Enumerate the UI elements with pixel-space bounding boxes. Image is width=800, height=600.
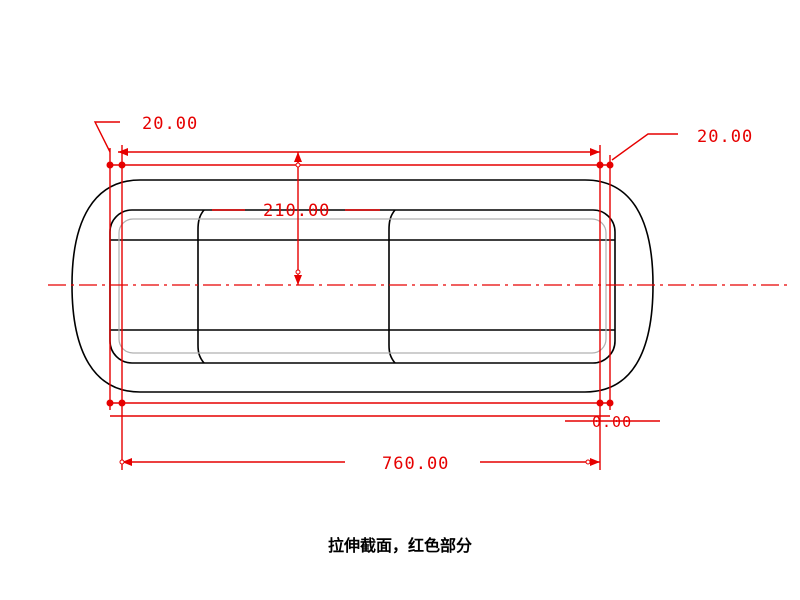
point-height-mid — [295, 269, 301, 275]
inner-pocket — [109, 209, 616, 364]
point-bottom-left — [106, 399, 114, 407]
arrow-width-left — [122, 458, 132, 466]
sketch-points — [106, 161, 614, 465]
point-top-right-outer — [606, 161, 614, 169]
arrow-width-right — [590, 458, 600, 466]
point-width-left — [119, 459, 125, 465]
part-geometry — [71, 179, 654, 393]
inner-fillet-edge — [118, 218, 607, 354]
figure-caption: 拉伸截面，红色部分 — [327, 536, 472, 555]
point-bottom-left-inner — [118, 399, 126, 407]
dim-label-height: 210.00 — [263, 201, 330, 221]
point-height-top — [295, 162, 301, 168]
arrowheads — [118, 148, 600, 466]
dim-label-width: 760.00 — [382, 454, 449, 474]
arrow-height-up — [294, 152, 302, 162]
divider-right — [388, 209, 396, 364]
dim-label-bottom-right: 0.00 — [592, 413, 632, 431]
point-top-right — [596, 161, 604, 169]
point-top-left — [106, 161, 114, 169]
point-bottom-right — [596, 399, 604, 407]
arrow-top-right — [590, 148, 600, 156]
dim-label-top-right: 20.00 — [697, 127, 753, 147]
dim-label-top-left: 20.00 — [142, 114, 198, 134]
point-top-left-inner — [118, 161, 126, 169]
arrow-height-down — [294, 275, 302, 285]
arrow-top-left — [118, 148, 128, 156]
divider-left — [197, 209, 205, 364]
sketch-section — [48, 121, 788, 470]
point-width-right — [585, 459, 591, 465]
point-bottom-right-outer — [606, 399, 614, 407]
leader-top-right — [611, 133, 678, 161]
outer-profile — [71, 179, 654, 393]
leader-top-left — [93, 121, 120, 153]
